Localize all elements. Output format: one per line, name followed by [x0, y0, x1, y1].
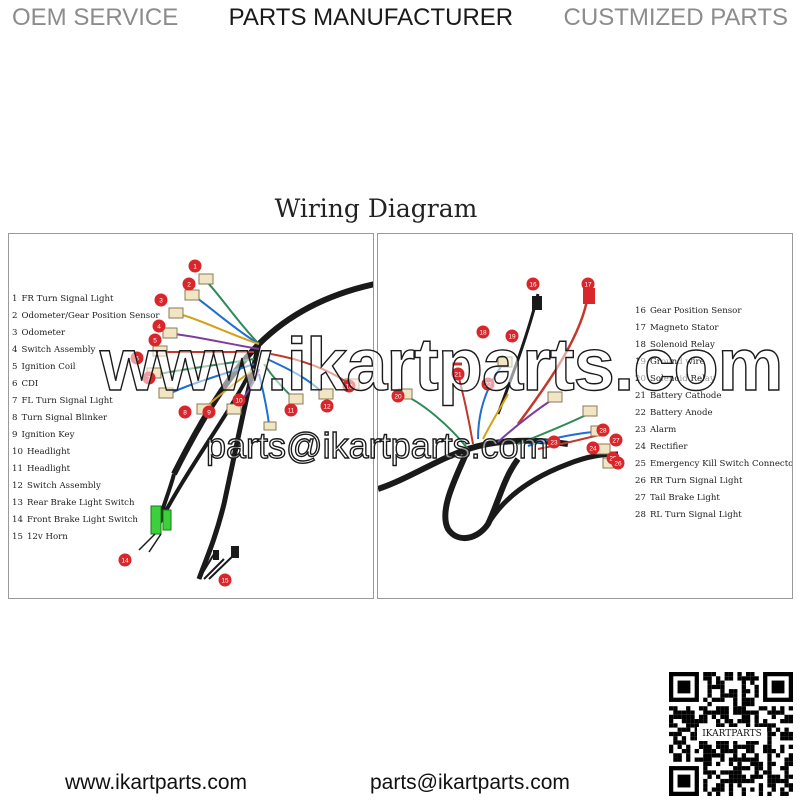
svg-text:28: 28	[599, 428, 607, 435]
svg-text:6: 6	[135, 356, 139, 363]
callout-badge-13: 13	[342, 379, 356, 393]
callout-badge-28: 28	[596, 423, 610, 437]
svg-text:9: 9	[207, 410, 211, 417]
svg-text:2: 2	[187, 282, 191, 289]
svg-text:22: 22	[484, 382, 492, 389]
callout-badge-12: 12	[320, 399, 334, 413]
footer-website-link[interactable]: www.ikartparts.com	[65, 771, 248, 794]
svg-text:4: 4	[157, 324, 161, 331]
svg-text:20: 20	[394, 394, 402, 401]
callout-badge-8: 8	[178, 405, 192, 419]
svg-text:24: 24	[589, 446, 597, 453]
callout-badge-11: 11	[284, 403, 298, 417]
callout-badge-17: 17	[581, 277, 595, 291]
svg-text:5: 5	[153, 338, 157, 345]
callout-badge-4: 4	[152, 319, 166, 333]
callout-badge-24: 24	[586, 441, 600, 455]
callout-badge-18: 18	[476, 325, 490, 339]
rear-badges: 16171819202122232425262728	[391, 277, 625, 470]
footer-email-link[interactable]: parts@ikartparts.com	[370, 771, 570, 794]
callout-badge-1: 1	[188, 259, 202, 273]
svg-text:16: 16	[529, 282, 537, 289]
svg-text:1: 1	[193, 264, 197, 271]
callout-badge-6: 6	[130, 351, 144, 365]
callout-badge-22: 22	[481, 377, 495, 391]
callout-badge-15: 15	[218, 573, 232, 587]
svg-text:12: 12	[323, 404, 331, 411]
svg-text:21: 21	[454, 372, 462, 379]
rear-harness-illustration	[378, 288, 619, 541]
svg-text:8: 8	[183, 410, 187, 417]
callout-badge-10: 10	[232, 393, 246, 407]
svg-text:11: 11	[288, 408, 295, 415]
svg-text:7: 7	[147, 376, 151, 383]
banner-customized-parts: CUSTMIZED PARTS	[563, 4, 788, 31]
svg-text:15: 15	[221, 578, 229, 585]
svg-text:26: 26	[614, 461, 622, 468]
callout-badge-20: 20	[391, 389, 405, 403]
front-harness-illustration	[138, 273, 373, 580]
svg-text:19: 19	[508, 334, 516, 341]
svg-text:10: 10	[235, 398, 243, 405]
qr-label: IKARTPARTS	[697, 727, 767, 741]
top-banner: OEM SERVICE PARTS MANUFACTURER CUSTMIZED…	[0, 0, 800, 36]
callout-badge-16: 16	[526, 277, 540, 291]
svg-text:3: 3	[159, 298, 163, 305]
callout-badge-9: 9	[202, 405, 216, 419]
svg-text:27: 27	[612, 438, 620, 445]
callout-badge-19: 19	[505, 329, 519, 343]
callout-badge-26: 26	[611, 456, 625, 470]
svg-text:17: 17	[584, 282, 592, 289]
svg-text:13: 13	[345, 384, 353, 391]
svg-text:18: 18	[479, 330, 487, 337]
callout-badge-14: 14	[118, 553, 132, 567]
banner-oem-service: OEM SERVICE	[12, 4, 179, 31]
callout-badge-7: 7	[142, 371, 156, 385]
diagram-title: Wiring Diagram	[274, 194, 478, 223]
banner-parts-manufacturer: PARTS MANUFACTURER	[228, 4, 514, 31]
callout-badge-27: 27	[609, 433, 623, 447]
callout-badge-23: 23	[547, 435, 561, 449]
callout-badge-3: 3	[154, 293, 168, 307]
callout-badge-2: 2	[182, 277, 196, 291]
svg-text:23: 23	[550, 440, 558, 447]
callout-badge-5: 5	[148, 333, 162, 347]
svg-text:14: 14	[121, 558, 129, 565]
callout-badge-21: 21	[451, 367, 465, 381]
